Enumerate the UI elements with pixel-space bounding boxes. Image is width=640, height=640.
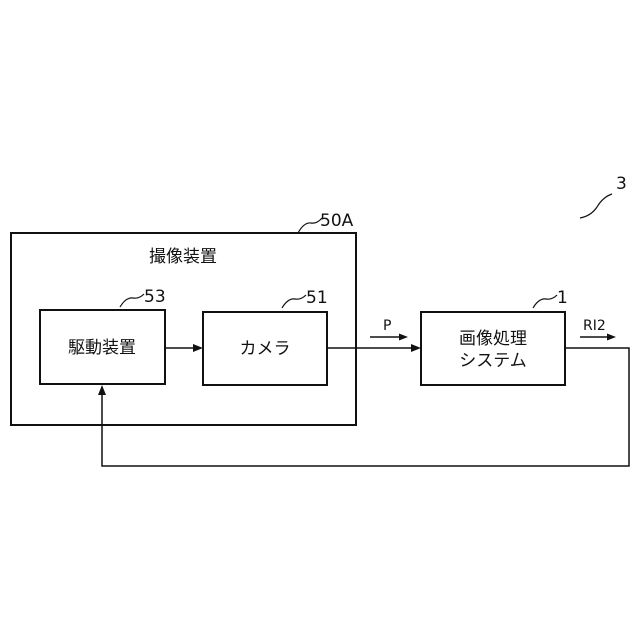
signal-p-label: P	[383, 318, 391, 334]
signal-p-indicator-arrowhead	[399, 334, 408, 341]
image-processing-system-label-line1: 画像処理	[459, 329, 527, 349]
camera-label: カメラ	[240, 339, 291, 359]
drive-device-ref: 53	[144, 287, 166, 307]
figure-ref: 3	[616, 174, 627, 194]
image-processing-system-ref: 1	[557, 288, 568, 308]
imaging-device-ref-leader	[298, 218, 322, 233]
image-processing-system-label-line2: システム	[459, 351, 527, 371]
figure-ref-leader	[580, 194, 612, 218]
figure-ref-group: 3	[580, 174, 627, 218]
signal-ri2-group: RI2	[580, 318, 616, 341]
camera-to-system-arrowhead	[411, 344, 421, 352]
signal-ri2-label: RI2	[583, 318, 606, 334]
signal-ri2-indicator-arrowhead	[607, 334, 616, 341]
camera-ref: 51	[306, 288, 328, 308]
image-processing-system-ref-leader	[533, 295, 557, 308]
imaging-device-ref: 50A	[320, 211, 354, 231]
image-processing-system-block: 画像処理 システム 1	[421, 288, 568, 385]
imaging-device-label: 撮像装置	[149, 247, 217, 267]
signal-p-group: P	[370, 318, 408, 341]
drive-device-label: 駆動装置	[68, 338, 136, 358]
